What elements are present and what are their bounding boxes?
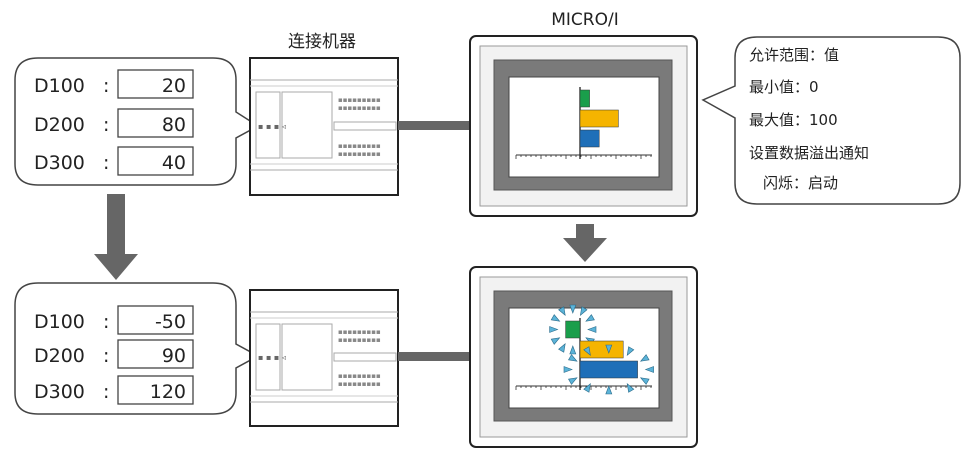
flash-ray [568,377,578,385]
setting-min: 最小值：0 [749,78,819,96]
svg-text:▪▪▪▪▪▪▪▪▪: ▪▪▪▪▪▪▪▪▪ [338,380,381,388]
down-arrow-icon [563,224,607,262]
flash-ray [563,366,573,373]
flash-ray [585,314,595,322]
down-arrow-icon [94,194,138,280]
bar-3 [579,360,638,379]
register-callout-before: D100 : 20 D200 : 80 D300 : 40 [14,57,260,186]
flash-ray [549,326,559,333]
svg-text::: : [103,311,109,333]
register-value: 80 [162,114,186,136]
svg-text:▪▪▪▪▪▪▪▪▪: ▪▪▪▪▪▪▪▪▪ [338,336,381,344]
hmi-panel-top [469,35,698,217]
hmi-panel-bottom [469,266,698,448]
svg-text::: : [103,381,109,403]
register-name: D100 [34,75,85,97]
register-value-box [117,69,194,99]
settings-callout: 允许范围：值 最小值：0 最大值：100 设置数据溢出通知 闪烁：启动 [701,36,961,205]
flash-ray [569,304,577,314]
flash-ray [639,377,650,385]
flash-ray [558,306,566,316]
svg-text:▪▪▪▪▪▪▪▪▪: ▪▪▪▪▪▪▪▪▪ [338,104,381,112]
setting-blink: 闪烁：启动 [763,174,838,192]
bar-2 [579,340,624,359]
bar-chart-top [515,87,652,159]
cable-top [398,121,470,130]
flash-ray [558,343,566,353]
register-value-box [117,146,194,176]
flash-ray [626,383,635,393]
bar-1 [579,89,590,108]
flash-ray [568,354,578,362]
setting-max: 最大值：100 [749,111,838,129]
register-name: D100 [34,311,85,333]
register-callout-after: D100 : -50 D200 : 90 D300 : 120 [14,282,260,415]
flash-ray [605,344,613,354]
svg-text:▪▪▪▪▪▪▪▪▪: ▪▪▪▪▪▪▪▪▪ [338,372,381,380]
flash-ray [583,346,591,356]
cable-bottom [398,352,470,361]
flash-ray [639,354,650,362]
flash-ray [587,326,597,333]
bar-2 [579,109,619,128]
register-name: D300 [34,152,85,174]
svg-text::: : [103,152,109,174]
register-value-box [117,375,194,405]
device-label: 连接机器 [288,32,356,52]
register-value-box [117,305,194,335]
flash-ray [583,383,591,393]
register-value: -50 [155,311,186,333]
flash-ray [579,306,588,316]
register-name: D200 [34,114,85,136]
flash-ray [550,314,561,322]
register-value: 40 [162,152,186,174]
flash-ray [550,337,561,345]
bar-3 [579,129,600,148]
flash-ray [605,385,613,395]
svg-text:▪ ▪ ▪ ◃: ▪ ▪ ▪ ◃ [258,122,286,131]
svg-text::: : [103,75,109,97]
bar-1 [565,320,581,339]
flash-ray [569,345,577,355]
hmi-label: MICRO/I [551,10,619,30]
setting-range: 允许范围：值 [749,46,839,64]
plc-device-bottom: ▪ ▪ ▪ ◃ ▪▪▪▪▪▪▪▪▪ ▪▪▪▪▪▪▪▪▪ ▪▪▪▪▪▪▪▪▪ ▪▪… [249,289,399,427]
bar-chart-bottom [515,304,654,395]
flash-ray [644,366,654,373]
svg-text::: : [103,114,109,136]
register-value-box [117,108,194,138]
register-value: 120 [150,381,186,403]
flash-ray [626,346,635,356]
register-name: D300 [34,381,85,403]
svg-text::: : [103,345,109,367]
svg-text:▪▪▪▪▪▪▪▪▪: ▪▪▪▪▪▪▪▪▪ [338,150,381,158]
register-value: 90 [162,345,186,367]
svg-text:▪▪▪▪▪▪▪▪▪: ▪▪▪▪▪▪▪▪▪ [338,142,381,150]
setting-overflow: 设置数据溢出通知 [749,144,869,162]
svg-text:▪ ▪ ▪ ◃: ▪ ▪ ▪ ◃ [258,353,286,362]
register-value: 20 [162,75,186,97]
register-name: D200 [34,345,85,367]
plc-device-top: ▪ ▪ ▪ ◃ ▪▪▪▪▪▪▪▪▪ ▪▪▪▪▪▪▪▪▪ ▪▪▪▪▪▪▪▪▪ ▪▪… [249,57,399,196]
svg-text:▪▪▪▪▪▪▪▪▪: ▪▪▪▪▪▪▪▪▪ [338,328,381,336]
register-value-box [117,339,194,369]
svg-text:▪▪▪▪▪▪▪▪▪: ▪▪▪▪▪▪▪▪▪ [338,96,381,104]
